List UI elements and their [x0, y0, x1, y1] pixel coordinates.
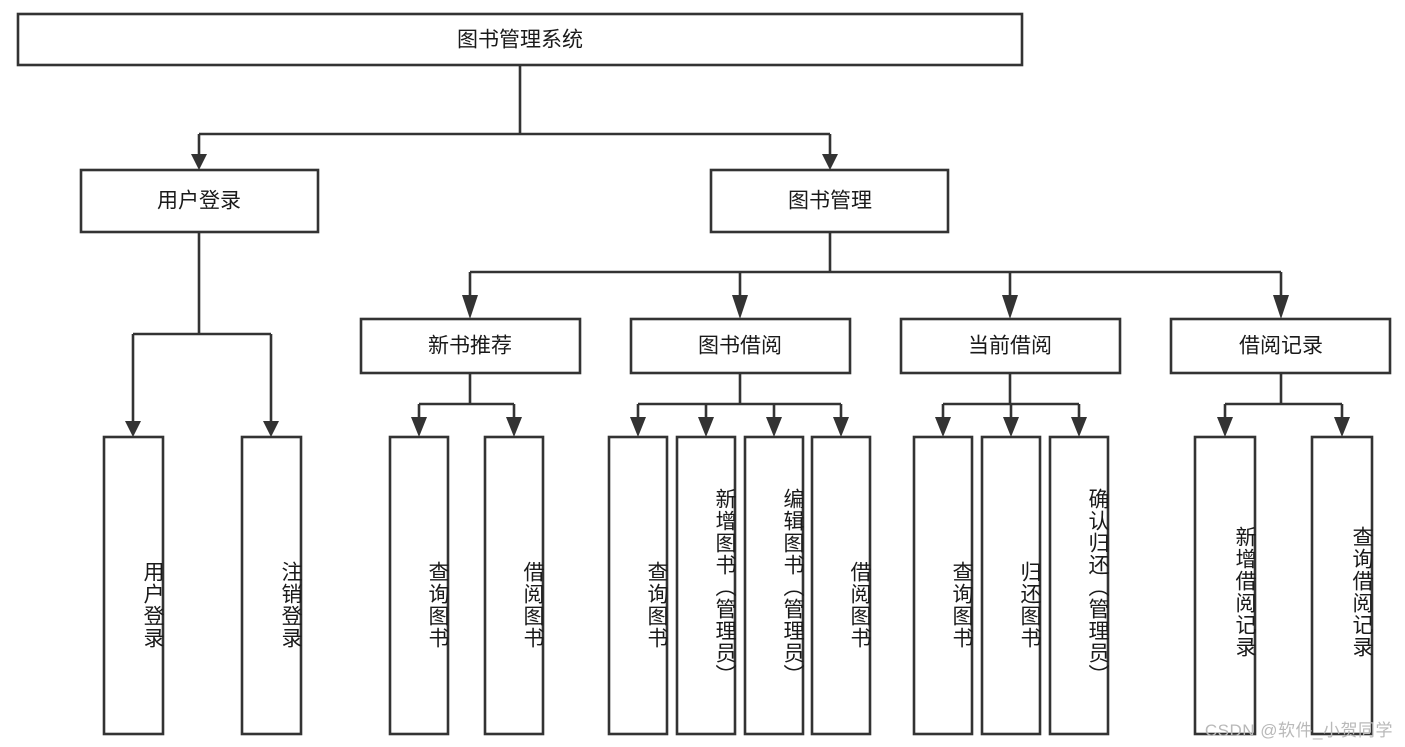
node-layer: 图书管理系统 用户登录 图书管理 新书推荐 图书借阅 [16, 12, 1392, 736]
connector-layer [125, 65, 1350, 437]
arrow-head-leaf-add-record [1217, 417, 1233, 437]
arrow-head-borrow-record [1273, 295, 1289, 319]
arrow-head-new-book-rec [462, 295, 478, 319]
node-root-label: 图书管理系统 [457, 29, 583, 52]
arrow-head-leaf-user-login [125, 421, 141, 437]
node-book-manage[interactable]: 图书管理 [709, 168, 950, 234]
arrow-head-book-manage [822, 154, 838, 170]
node-leaf-add-book-box[interactable] [675, 435, 737, 736]
node-current-borrow-label: 当前借阅 [968, 335, 1052, 358]
node-user-login-label: 用户登录 [157, 190, 241, 213]
node-leaf-user-login-box[interactable] [102, 435, 165, 736]
arrow-head-leaf-query-book-b [630, 417, 646, 437]
arrow-head-leaf-query-record [1334, 417, 1350, 437]
csdn-watermark: CSDN @软件_小贺同学 [1204, 721, 1393, 740]
node-borrow-record[interactable]: 借阅记录 [1169, 317, 1392, 375]
node-borrow-record-label: 借阅记录 [1239, 335, 1323, 358]
node-leaf-query-book-b-box[interactable] [607, 435, 669, 736]
node-borrow-record-box[interactable] [1169, 317, 1392, 375]
node-new-book-rec-box[interactable] [359, 317, 582, 375]
node-book-manage-box[interactable] [709, 168, 950, 234]
node-book-manage-label: 图书管理 [788, 190, 872, 213]
node-leaf-query-record-box[interactable] [1310, 435, 1374, 736]
arrow-head-leaf-borrow-book-a [506, 417, 522, 437]
arrow-head-leaf-edit-book [766, 417, 782, 437]
arrow-head-current-borrow [1002, 295, 1018, 319]
node-leaf-borrow-book-a-box[interactable] [483, 435, 545, 736]
node-leaf-logout-box[interactable] [240, 435, 303, 736]
node-current-borrow-box[interactable] [899, 317, 1122, 375]
arrow-head-leaf-borrow-book-b [833, 417, 849, 437]
arrow-head-leaf-add-book [698, 417, 714, 437]
node-leaf-add-record-box[interactable] [1193, 435, 1257, 736]
node-root-box[interactable] [16, 12, 1024, 67]
node-leaf-confirm-return-box[interactable] [1048, 435, 1110, 736]
node-current-borrow[interactable]: 当前借阅 [899, 317, 1122, 375]
node-leaf-return-book-box[interactable] [980, 435, 1042, 736]
node-leaf-query-book-a-box[interactable] [388, 435, 450, 736]
arrow-head-user-login [191, 154, 207, 170]
node-new-book-rec-label: 新书推荐 [428, 335, 512, 358]
arrow-head-leaf-logout [263, 421, 279, 437]
arrow-head-leaf-return-book [1003, 417, 1019, 437]
node-book-borrow[interactable]: 图书借阅 [629, 317, 852, 375]
node-user-login-box[interactable] [79, 168, 320, 234]
arrow-head-leaf-query-book-c [935, 417, 951, 437]
node-book-borrow-label: 图书借阅 [698, 335, 782, 358]
node-leaf-edit-book-box[interactable] [743, 435, 805, 736]
node-user-login[interactable]: 用户登录 [79, 168, 320, 234]
arrow-head-leaf-query-book-a [411, 417, 427, 437]
node-leaf-query-book-c-box[interactable] [912, 435, 974, 736]
node-leaf-borrow-book-b-box[interactable] [810, 435, 872, 736]
arrow-head-book-borrow [732, 295, 748, 319]
node-new-book-rec[interactable]: 新书推荐 [359, 317, 582, 375]
arrow-head-leaf-confirm-return [1071, 417, 1087, 437]
node-root[interactable]: 图书管理系统 [16, 12, 1024, 67]
node-book-borrow-box[interactable] [629, 317, 852, 375]
